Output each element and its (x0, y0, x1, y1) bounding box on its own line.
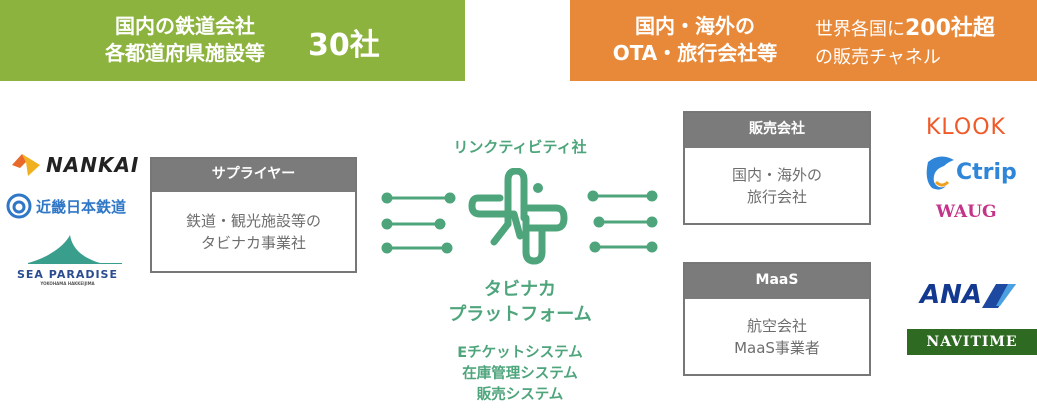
ctrip-dolphin-icon (926, 156, 954, 190)
channel-count: 200社超 (905, 16, 995, 41)
domestic-suppliers-banner: 国内の鉄道会社 各都道府県施設等 30社 (0, 0, 465, 81)
sales-line2: 旅行会社 (746, 187, 807, 206)
platform-systems: Eチケットシステム 在庫管理システム 販売システム (410, 343, 630, 406)
supplier-line2: タビナカ事業社 (200, 233, 306, 252)
sea-paradise-logo: SEA PARADISE YOKOHAMA HAKKEIJIMA (10, 233, 125, 287)
banner-right-line2: OTA・旅行会社等 (612, 41, 778, 65)
maas-line2: MaaS事業者 (734, 338, 820, 357)
sales-channels-banner: 国内・海外の OTA・旅行会社等 世界各国に200社超 の販売チャネル (570, 0, 1037, 81)
sales-line1: 国内・海外の (731, 165, 822, 184)
nankai-logo: NANKAI (12, 153, 139, 177)
system-item: Eチケットシステム (457, 345, 583, 361)
supplier-box: サプライヤー 鉄道・観光施設等の タビナカ事業社 (150, 157, 357, 273)
platform-name-line2: プラットフォーム (448, 304, 592, 325)
kintetsu-logo: 近畿日本鉄道 (6, 193, 126, 219)
waug-logo: WAUG (936, 202, 997, 222)
nankai-mark-icon (12, 154, 40, 176)
banner-right-line1: 国内・海外の (635, 14, 755, 38)
system-item: 販売システム (476, 387, 564, 403)
ctrip-logo: Ctrip (922, 152, 1017, 192)
supplier-box-header: サプライヤー (152, 159, 355, 192)
sales-box-header: 販売会社 (685, 113, 869, 148)
navitime-logo: NAVITIME (907, 329, 1037, 355)
banner-left-line2: 各都道府県施設等 (105, 41, 265, 65)
maas-box: MaaS 航空会社 MaaS事業者 (683, 262, 871, 376)
banner-right-sub-line2: の販売チャネル (815, 47, 941, 68)
sea-paradise-fin-icon (28, 235, 122, 264)
banner-left-line1: 国内の鉄道会社 (115, 14, 255, 38)
ana-logo: ANA (920, 280, 1018, 310)
sales-company-box: 販売会社 国内・海外の 旅行会社 (683, 111, 871, 225)
kintetsu-mark-icon (6, 193, 32, 219)
platform-name: タビナカ プラットフォーム (410, 277, 630, 327)
maas-box-header: MaaS (685, 264, 869, 299)
connector-lines (381, 190, 658, 254)
platform-name-line1: タビナカ (484, 279, 556, 300)
supplier-line1: 鉄道・観光施設等の (185, 211, 321, 230)
klook-logo: KLOOK (926, 115, 1006, 140)
maas-line1: 航空会社 (746, 316, 807, 335)
company-name: リンクティビティ社 (453, 138, 587, 156)
tabinaka-platform-logo-icon (468, 168, 568, 265)
supplier-count: 30社 (308, 28, 380, 63)
banner-right-sub-prefix: 世界各国に (815, 19, 905, 40)
system-item: 在庫管理システム (462, 366, 578, 382)
ana-stripe-icon (982, 284, 1017, 308)
